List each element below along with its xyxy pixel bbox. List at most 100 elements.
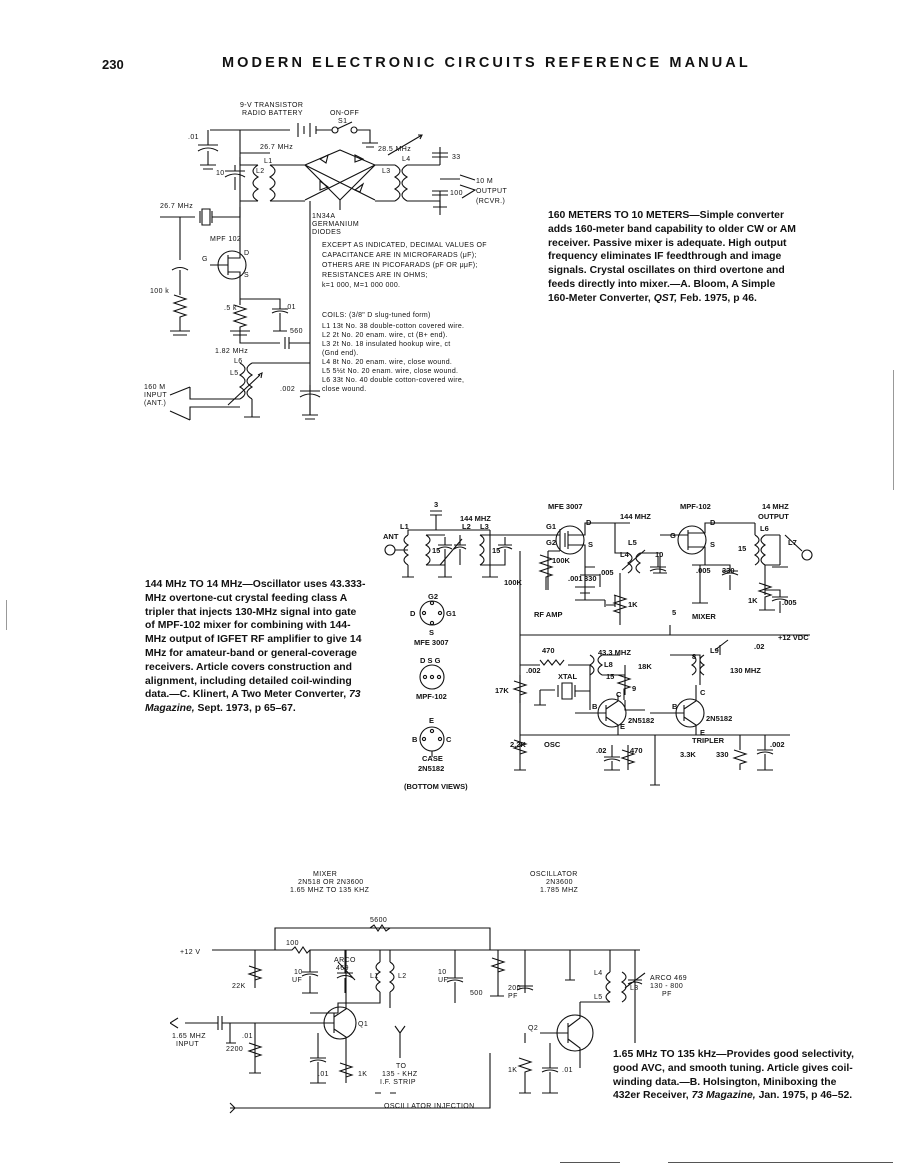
c1-diodes1: 1N34A [312,213,335,220]
c2-xtal: XTAL [558,672,577,681]
c1-cap-10: 10 [216,170,225,177]
c2-r100k2: 100K [504,578,523,587]
caption3-body: Provides good selectivity, good AVC, and… [613,1049,854,1102]
pinout-mpf-name: MPF-102 [416,692,447,701]
c1-out1: 10 M [476,178,493,185]
c3-l4: L4 [594,970,603,977]
pinout-2n-b: B [412,735,418,744]
svg-text:RESISTANCES ARE IN OHMS;: RESISTANCES ARE IN OHMS; [322,272,428,279]
c2-mpf-s: S [710,540,715,549]
c2-c330: 330 [584,574,597,583]
c2-c15c: 15 [738,544,746,553]
c1-l3: L3 [382,168,391,175]
c1-out2: OUTPUT [476,188,507,195]
svg-text:L6 33t No. 40 double cotton-c: L6 33t No. 40 double cotton-covered wire… [322,377,464,384]
c2-r22k: 2.2K [510,740,526,749]
c2-g2: G2 [546,538,556,547]
c2-c5: 5 [672,608,676,617]
caption3-publication: 73 Magazine, [691,1090,756,1102]
c2-g1: G1 [546,522,556,531]
c3-uf2: UF [438,977,448,984]
c1-cap-01b: .01 [285,304,296,311]
c2-l6: L6 [760,524,769,533]
c2-g: G [670,531,676,540]
c3-to2: 135 - KHZ [382,1071,418,1078]
c2-q1: 2N5182 [628,716,654,725]
pinout-2n-c: C [446,735,452,744]
c2-mpf-d: D [710,518,716,527]
c2-f144: 144 MHZ [460,514,491,523]
pinout-2n-case: CASE [422,754,443,763]
c3-arco469: 469 [336,965,349,972]
c2-l2: L2 [462,522,471,531]
c3-r1k2: 1K [508,1067,517,1074]
c1-in3: (ANT.) [144,400,166,407]
c1-diodes2: GERMANIUM [312,221,359,228]
pinout-mfe-name: MFE 3007 [414,638,449,647]
c2-r470: 470 [542,646,555,655]
pinout-2n-name: 2N5182 [418,764,444,773]
svg-text:L5 5½t No. 20 enam. wire, clo: L5 5½t No. 20 enam. wire, close wound. [322,367,458,375]
c2-r18k: 18K [638,662,652,671]
circuit-160m-to-10m: 9-V TRANSISTOR RADIO BATTERY ON-OFF S1 2… [144,102,507,421]
c2-c001: .001 [568,574,583,583]
c2-osc: OSC [544,740,561,749]
c1-switch-ref: S1 [338,118,347,125]
c2-mixer: MIXER [692,612,716,621]
c3-l1: L1 [370,973,379,980]
c2-q2: 2N5182 [706,714,732,723]
pinout-mfe-s: S [429,628,434,637]
c2-c10: 10 [655,550,663,559]
c3-to1: TO [396,1063,407,1070]
c2-c9: 9 [632,684,636,693]
c3-r100: 100 [286,940,299,947]
c3-in1: 1.65 MHZ [172,1033,206,1040]
pinout-mfe-g2: G2 [428,592,438,601]
c3-r22k: 22K [232,983,246,990]
caption2-publication: 73 Magazine, [145,689,361,715]
c2-q2-e: E [700,728,705,737]
c1-freq-1-82: 1.82 MHz [215,348,248,355]
c3-q1: Q1 [358,1021,368,1028]
c3-mixer3: 1.65 MHZ TO 135 KHZ [290,887,370,894]
c2-r470b: 470 [630,746,643,755]
c2-q1-e: E [620,722,625,731]
c2-l3: L3 [480,522,489,531]
c3-r500: 500 [470,990,483,997]
caption1-lead: 160 METERS TO 10 METERS— [548,210,700,221]
c2-l7: L7 [788,538,797,547]
c2-c005: .005 [599,568,614,577]
c1-diodes3: DIODES [312,229,341,236]
c1-coils: COILS: (3/8" D slug-tuned form) L1 13t N… [322,312,464,393]
c3-l5: L5 [594,994,603,1001]
c2-q1-b: B [592,702,598,711]
c2-c3: 3 [434,500,438,509]
book-title: MODERN ELECTRONIC CIRCUITS REFERENCE MAN… [222,55,751,71]
c3-arco3: 130 - 800 [650,983,683,990]
c3-c200: 200 [508,985,521,992]
c3-l2: L2 [398,973,407,980]
c2-out1: 14 MHZ [762,502,789,511]
c1-notes: EXCEPT AS INDICATED, DECIMAL VALUES OF C… [322,242,487,289]
c3-osc2: 2N3600 [546,879,573,886]
svg-text:EXCEPT AS INDICATED, DECIMAL V: EXCEPT AS INDICATED, DECIMAL VALUES OF [322,242,487,249]
caption-144mhz-to-14mhz: 144 MHz TO 14 MHz—Oscillator uses 43.333… [145,578,367,716]
c1-fet-g: G [202,256,208,263]
c3-q2: Q2 [528,1025,538,1032]
c1-in1: 160 M [144,384,165,391]
c2-out2: OUTPUT [758,512,789,521]
caption1-tail: Feb. 1975, p 46. [677,292,757,304]
svg-text:L1 13t No. 38 double-cotton c: L1 13t No. 38 double-cotton covered wire… [322,323,464,330]
c1-l6: L6 [234,358,243,365]
c1-res-5k: .5 k [224,305,237,312]
caption3-lead: 1.65 MHz TO 135 kHz— [613,1049,727,1060]
c3-to3: I.F. STRIP [380,1079,416,1086]
c2-l4: L4 [620,550,630,559]
c2-vdc: +12 VDC [778,633,809,642]
c2-c15a: 15 [432,546,440,555]
c2-mfe: MFE 3007 [548,502,583,511]
c2-f144b: 144 MHZ [620,512,651,521]
c1-l2: L2 [256,168,265,175]
c3-l3: L3 [630,985,639,992]
c3-c10uf2: 10 [438,969,447,976]
